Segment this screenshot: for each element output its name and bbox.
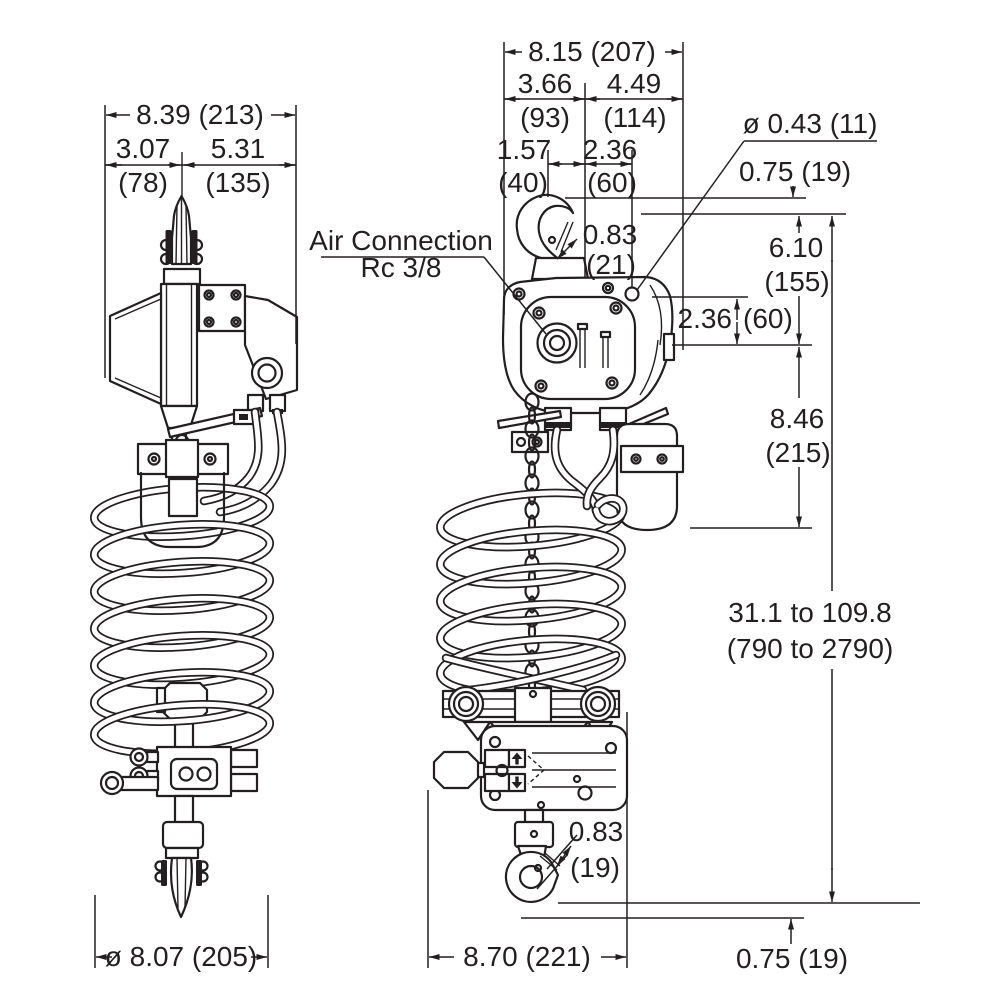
left-view-art — [89, 152, 299, 919]
dim-offset-left-mm: (40) — [498, 167, 548, 198]
dim-offset-left-in: 1.57 — [497, 134, 552, 165]
dim-top-hook-in: 0.83 — [583, 219, 638, 250]
hole-0-43 — [624, 286, 640, 302]
right-top-hook — [515, 193, 590, 281]
right-reservoir-cylinder — [615, 422, 685, 532]
dim-travel-range-mm: (790 to 2790) — [727, 633, 894, 664]
air-connection-label: Air Connection Rc 3/8 — [309, 225, 547, 335]
dim-left-left-in: 3.07 — [116, 133, 171, 164]
down-arrow-icon — [511, 776, 523, 789]
left-pendant-control — [99, 745, 259, 850]
dim-left-right-mm: (135) — [205, 167, 270, 198]
dim-hole-diameter: ø 0.43 (11) — [743, 108, 878, 139]
down-button — [483, 772, 511, 793]
dim-body-offset-in: 2.36 — [678, 303, 733, 334]
left-top-hook — [165, 194, 198, 266]
dim-bottom-hook-in: 0.83 — [569, 816, 624, 847]
dim-top-clearance: 0.75 (19) — [739, 156, 851, 187]
dim-bottom-clearance: 0.75 (19) — [736, 943, 848, 974]
left-bolt-plate — [197, 283, 247, 333]
air-connection-port — [536, 322, 578, 364]
dim-right-right-mm: (114) — [603, 102, 666, 133]
left-motor-boss — [243, 294, 299, 414]
side-knob — [432, 750, 480, 790]
left-suspension-bracket — [136, 438, 230, 479]
left-bottom-hook — [154, 846, 209, 919]
right-view-art — [432, 193, 685, 903]
dim-body-height-mm: (215) — [765, 437, 830, 468]
dim-body-height-in: 8.46 — [770, 403, 825, 434]
up-button — [483, 748, 511, 769]
left-air-hoses — [199, 407, 287, 517]
dim-upper-height-in: 6.10 — [769, 232, 824, 263]
dim-offset-right-mm: (60) — [587, 167, 637, 198]
bottom-control-unit — [432, 720, 629, 849]
right-bottom-hook — [504, 844, 561, 903]
dim-upper-height-mm: (155) — [764, 266, 829, 297]
dim-right-right-in: 4.49 — [607, 68, 662, 99]
dim-top-hook-mm: (21) — [586, 249, 636, 280]
dim-right-left-in: 3.66 — [518, 68, 573, 99]
dim-left-total-width: 8.39 (213) — [136, 99, 264, 130]
spreader-bar — [441, 685, 621, 724]
dim-right-left-mm: (93) — [520, 102, 570, 133]
right-air-hoses — [550, 425, 628, 526]
up-arrow-icon — [511, 752, 523, 765]
left-bell-housing — [108, 291, 163, 406]
dim-offset-right-in: 2.36 — [583, 134, 638, 165]
dim-body-offset-mm: (60) — [743, 303, 793, 334]
dim-travel-range-in: 31.1 to 109.8 — [728, 597, 891, 628]
dim-bottom-width: 8.70 (221) — [463, 941, 591, 972]
air-connection-text-line1: Air Connection — [309, 225, 493, 256]
dim-bottom-hook-mm: (19) — [570, 852, 620, 883]
dim-left-left-mm: (78) — [118, 167, 168, 198]
dim-left-right-in: 5.31 — [211, 133, 266, 164]
dim-right-total-width: 8.15 (207) — [528, 36, 656, 67]
right-body — [501, 275, 676, 415]
dim-left-coil-diameter: ø 8.07 (205) — [105, 941, 258, 972]
dimension-annotations: 8.39 (213) 3.07 (78) 5.31 (135) ø 8.07 (… — [94, 36, 920, 974]
